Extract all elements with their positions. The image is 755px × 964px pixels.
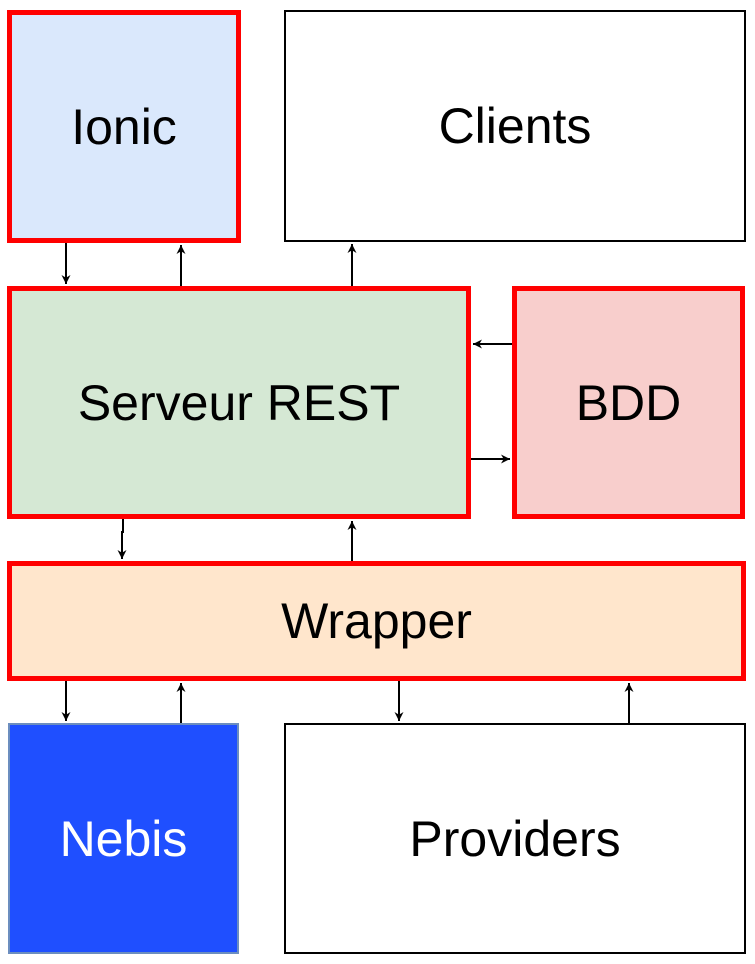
wrapper-label: Wrapper: [281, 593, 472, 649]
clients-box: Clients: [284, 10, 746, 242]
serveur-rest-box: Serveur REST: [7, 286, 471, 519]
nebis-label: Nebis: [59, 810, 188, 867]
nebis-box: Nebis: [8, 723, 239, 954]
bdd-box: BDD: [512, 286, 745, 519]
ionic-box: Ionic: [7, 10, 241, 243]
providers-label: Providers: [409, 810, 621, 867]
clients-label: Clients: [438, 98, 592, 154]
serveur-rest-label: Serveur REST: [77, 374, 401, 431]
providers-box: Providers: [284, 723, 746, 954]
wrapper-box: Wrapper: [7, 561, 746, 681]
arrow-serveur-to-wrapper: [117, 519, 127, 559]
ionic-label: Ionic: [71, 98, 177, 155]
bdd-label: BDD: [575, 374, 682, 431]
